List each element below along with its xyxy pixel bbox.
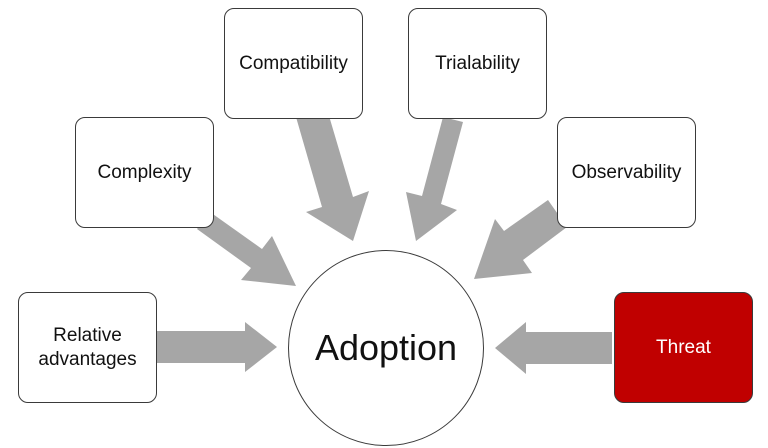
factor-label: Trialability: [435, 52, 520, 74]
factor-label: Complexity: [97, 161, 192, 183]
factor-observability: Observability: [557, 117, 696, 228]
factor-label: Compatibility: [239, 52, 348, 74]
factor-label-line: advantages: [38, 348, 137, 370]
adoption-hub: Adoption: [288, 250, 484, 446]
factor-relative-advantages: Relative advantages: [18, 292, 157, 403]
arrow-from-trialability: [406, 117, 463, 241]
arrow-from-relative-advantages: [157, 322, 277, 372]
hub-label: Adoption: [314, 327, 458, 368]
factor-label-line: Relative: [53, 324, 122, 346]
arrow-from-complexity: [197, 212, 296, 286]
factor-complexity: Complexity: [75, 117, 214, 228]
arrow-from-compatibility: [296, 109, 369, 241]
factor-threat: Threat: [614, 292, 753, 403]
factor-label: Threat: [656, 336, 711, 358]
arrow-from-observability: [474, 200, 567, 279]
factor-trialability: Trialability: [408, 8, 547, 119]
factor-compatibility: Compatibility: [224, 8, 363, 119]
arrow-from-threat: [495, 322, 612, 374]
factor-label: Observability: [571, 161, 682, 183]
